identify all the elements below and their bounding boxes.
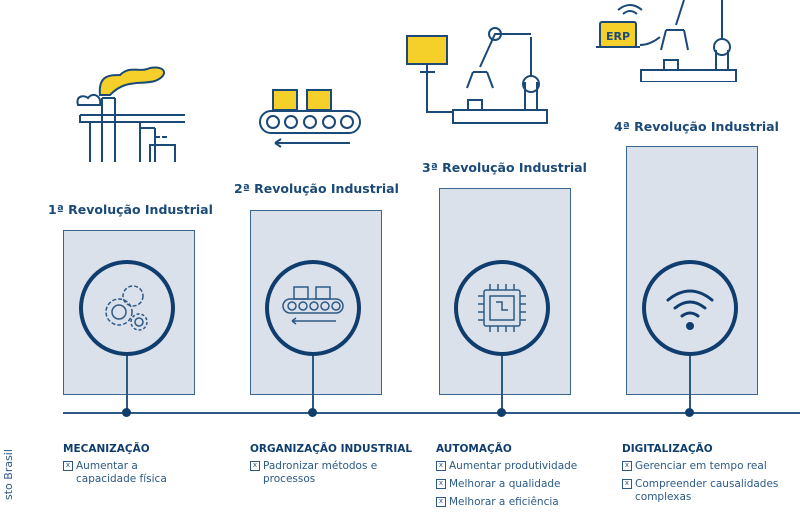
- stage-4-title: 4ª Revolução Industrial: [614, 119, 779, 134]
- stage-3-list: Aumentar produtividade Melhorar a qualid…: [436, 460, 606, 514]
- conveyor-icon: [265, 260, 361, 356]
- stage-2-title: 2ª Revolução Industrial: [234, 181, 399, 196]
- list-item: Compreender causalidades complexas: [622, 478, 792, 504]
- stage-2-heading: ORGANIZAÇÃO INDUSTRIAL: [250, 443, 413, 455]
- erp-label: ERP: [606, 30, 630, 43]
- timeline-dot: [122, 408, 131, 417]
- robot-arm-computer-illustration: [406, 27, 548, 124]
- timeline-dot: [497, 408, 506, 417]
- stage-4-list: Gerenciar em tempo real Compreender caus…: [622, 460, 792, 509]
- side-caption: sto Brasil: [2, 449, 15, 500]
- stage-3-heading: AUTOMAÇÃO: [436, 443, 512, 455]
- factory-illustration: [76, 66, 185, 162]
- stage-1-list: Aumentar a capacidade física: [63, 460, 193, 491]
- list-item: Padronizar métodos e processos: [250, 460, 385, 486]
- robot-arm-erp-illustration: ERP: [596, 0, 737, 82]
- list-item: Melhorar a eficiência: [436, 496, 606, 509]
- stage-4-heading: DIGITALIZAÇÃO: [622, 443, 713, 455]
- gears-icon: [79, 260, 175, 356]
- list-item: Aumentar a capacidade física: [63, 460, 193, 486]
- timeline-line: [63, 412, 800, 414]
- stage-2-list: Padronizar métodos e processos: [250, 460, 385, 491]
- list-item: Gerenciar em tempo real: [622, 460, 792, 473]
- timeline-dot: [308, 408, 317, 417]
- stage-1-heading: MECANIZAÇÃO: [63, 443, 150, 455]
- stage-1-title: 1ª Revolução Industrial: [48, 202, 213, 217]
- timeline-dot: [685, 408, 694, 417]
- stage-3-title: 3ª Revolução Industrial: [422, 160, 587, 175]
- conveyor-belt-illustration: [259, 89, 361, 148]
- chip-icon: [454, 260, 550, 356]
- list-item: Melhorar a qualidade: [436, 478, 606, 491]
- list-item: Aumentar produtividade: [436, 460, 606, 473]
- wifi-icon: [642, 260, 738, 356]
